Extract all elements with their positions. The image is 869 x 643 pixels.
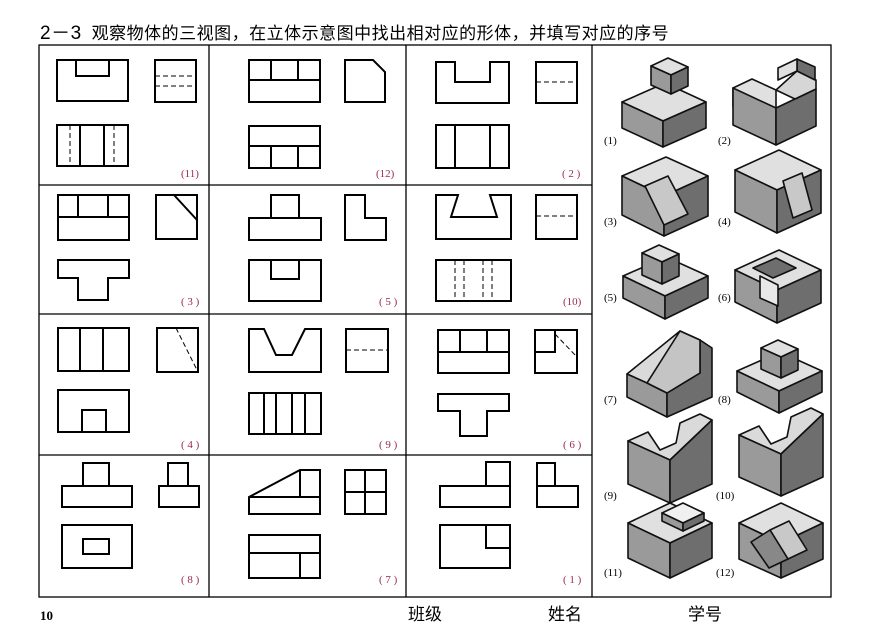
view-set-7 — [248, 469, 387, 579]
cell-label: ( 3 ) — [181, 296, 200, 308]
solid-label: (2) — [718, 135, 731, 147]
solid-label: (12) — [716, 567, 735, 579]
view-set-9 — [248, 328, 389, 435]
solid-label: (6) — [718, 292, 731, 304]
cell-label: ( 9 ) — [379, 439, 398, 451]
hidden-line — [554, 333, 578, 358]
cell-label: ( 2 ) — [562, 168, 581, 180]
grid-frame — [38, 44, 832, 598]
page-number: 10 — [40, 608, 53, 623]
solid-label: (4) — [718, 216, 731, 228]
cell-label: ( 7 ) — [379, 574, 398, 586]
view-set-3 — [57, 194, 198, 301]
cell-label: ( 4 ) — [181, 439, 200, 451]
view-set-11 — [56, 59, 197, 167]
solid-6 — [734, 249, 822, 324]
solid-12 — [738, 502, 824, 579]
exercise-title: 2－3 观察物体的三视图，在立体示意图中找出相对应的形体，并填写对应的序号 — [40, 18, 669, 45]
solid-label: (9) — [604, 490, 617, 502]
solid-3 — [621, 156, 709, 237]
view-set-10 — [435, 194, 578, 302]
solid-9 — [627, 413, 713, 504]
solid-label: (5) — [604, 292, 617, 304]
class-field-label: 班级 — [408, 605, 442, 625]
cell-label: ( 1 ) — [563, 574, 582, 586]
solid-1 — [621, 57, 707, 148]
solid-label: (10) — [716, 490, 735, 502]
cell-label: (11) — [181, 168, 199, 180]
solid-4 — [734, 149, 822, 234]
solid-10 — [738, 407, 824, 497]
exercise-instructions: 观察物体的三视图，在立体示意图中找出相对应的形体，并填写对应的序号 — [91, 24, 670, 44]
solid-11 — [627, 502, 713, 579]
view-set-1 — [439, 461, 579, 569]
view-set-12 — [248, 59, 386, 169]
hidden-line — [175, 327, 199, 373]
view-set-2 — [435, 61, 578, 169]
view-set-5 — [248, 194, 387, 302]
solid-5 — [622, 244, 709, 320]
cell-label: ( 6 ) — [563, 439, 582, 451]
solid-label: (3) — [604, 216, 617, 228]
solid-label: (7) — [604, 394, 617, 406]
cell-label: (10) — [563, 296, 582, 308]
exercise-number: 2－3 — [40, 23, 82, 44]
name-field-label: 姓名 — [548, 605, 582, 625]
view-set-8 — [61, 462, 200, 569]
solid-7 — [626, 330, 713, 418]
view-set-4 — [57, 327, 199, 433]
solid-2 — [732, 58, 817, 146]
cell-label: ( 8 ) — [181, 574, 200, 586]
solid-label: (11) — [604, 567, 622, 579]
cell-label: ( 5 ) — [379, 296, 398, 308]
solid-label: (1) — [604, 135, 617, 147]
solid-label: (8) — [718, 394, 731, 406]
view-set-6 — [437, 329, 578, 437]
student-id-field-label: 学号 — [688, 605, 722, 625]
cell-label: (12) — [376, 168, 395, 180]
solids-panel — [621, 57, 824, 579]
solid-8 — [736, 339, 823, 414]
